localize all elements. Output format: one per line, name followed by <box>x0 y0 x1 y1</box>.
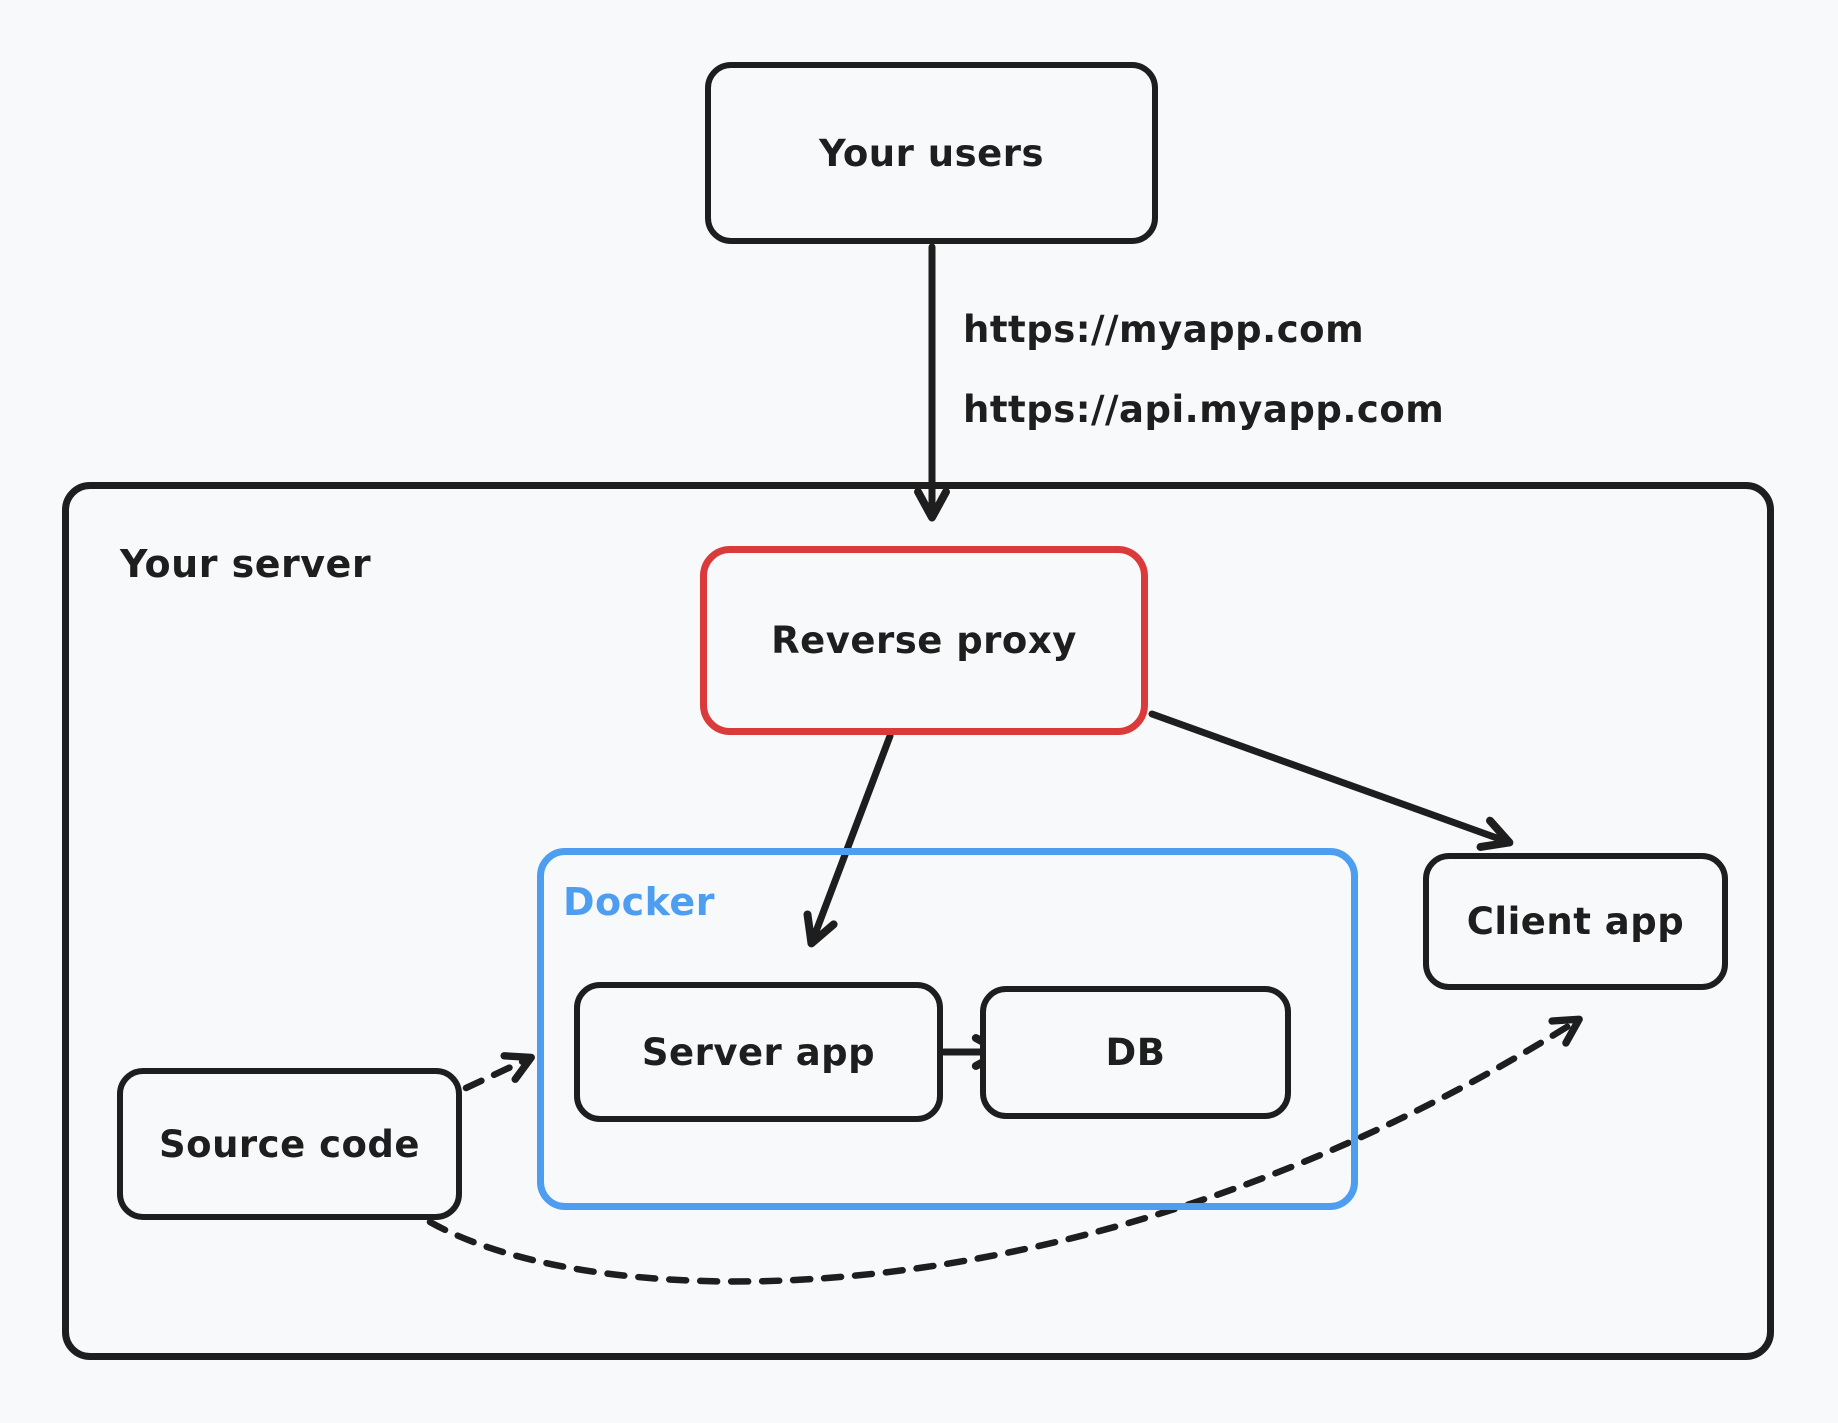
url-label-api-myapp: https://api.myapp.com <box>963 388 1445 431</box>
edge-url-labels: https://myapp.com https://api.myapp.com <box>963 290 1444 450</box>
container-your-server <box>62 482 1774 1360</box>
node-client-app: Client app <box>1423 853 1728 990</box>
node-source-code-label: Source code <box>159 1122 420 1166</box>
container-docker-label: Docker <box>563 880 715 924</box>
container-your-server-label: Your server <box>120 542 372 586</box>
node-reverse-proxy-label: Reverse proxy <box>771 619 1077 662</box>
node-your-users: Your users <box>705 62 1158 244</box>
node-db: DB <box>980 986 1291 1119</box>
url-label-myapp: https://myapp.com <box>963 308 1365 351</box>
node-client-app-label: Client app <box>1466 900 1685 943</box>
node-db-label: DB <box>1105 1031 1166 1074</box>
node-server-app-label: Server app <box>641 1030 876 1074</box>
node-reverse-proxy: Reverse proxy <box>700 546 1148 735</box>
node-server-app: Server app <box>574 982 943 1122</box>
node-your-users-label: Your users <box>818 131 1044 175</box>
node-source-code: Source code <box>117 1068 462 1220</box>
